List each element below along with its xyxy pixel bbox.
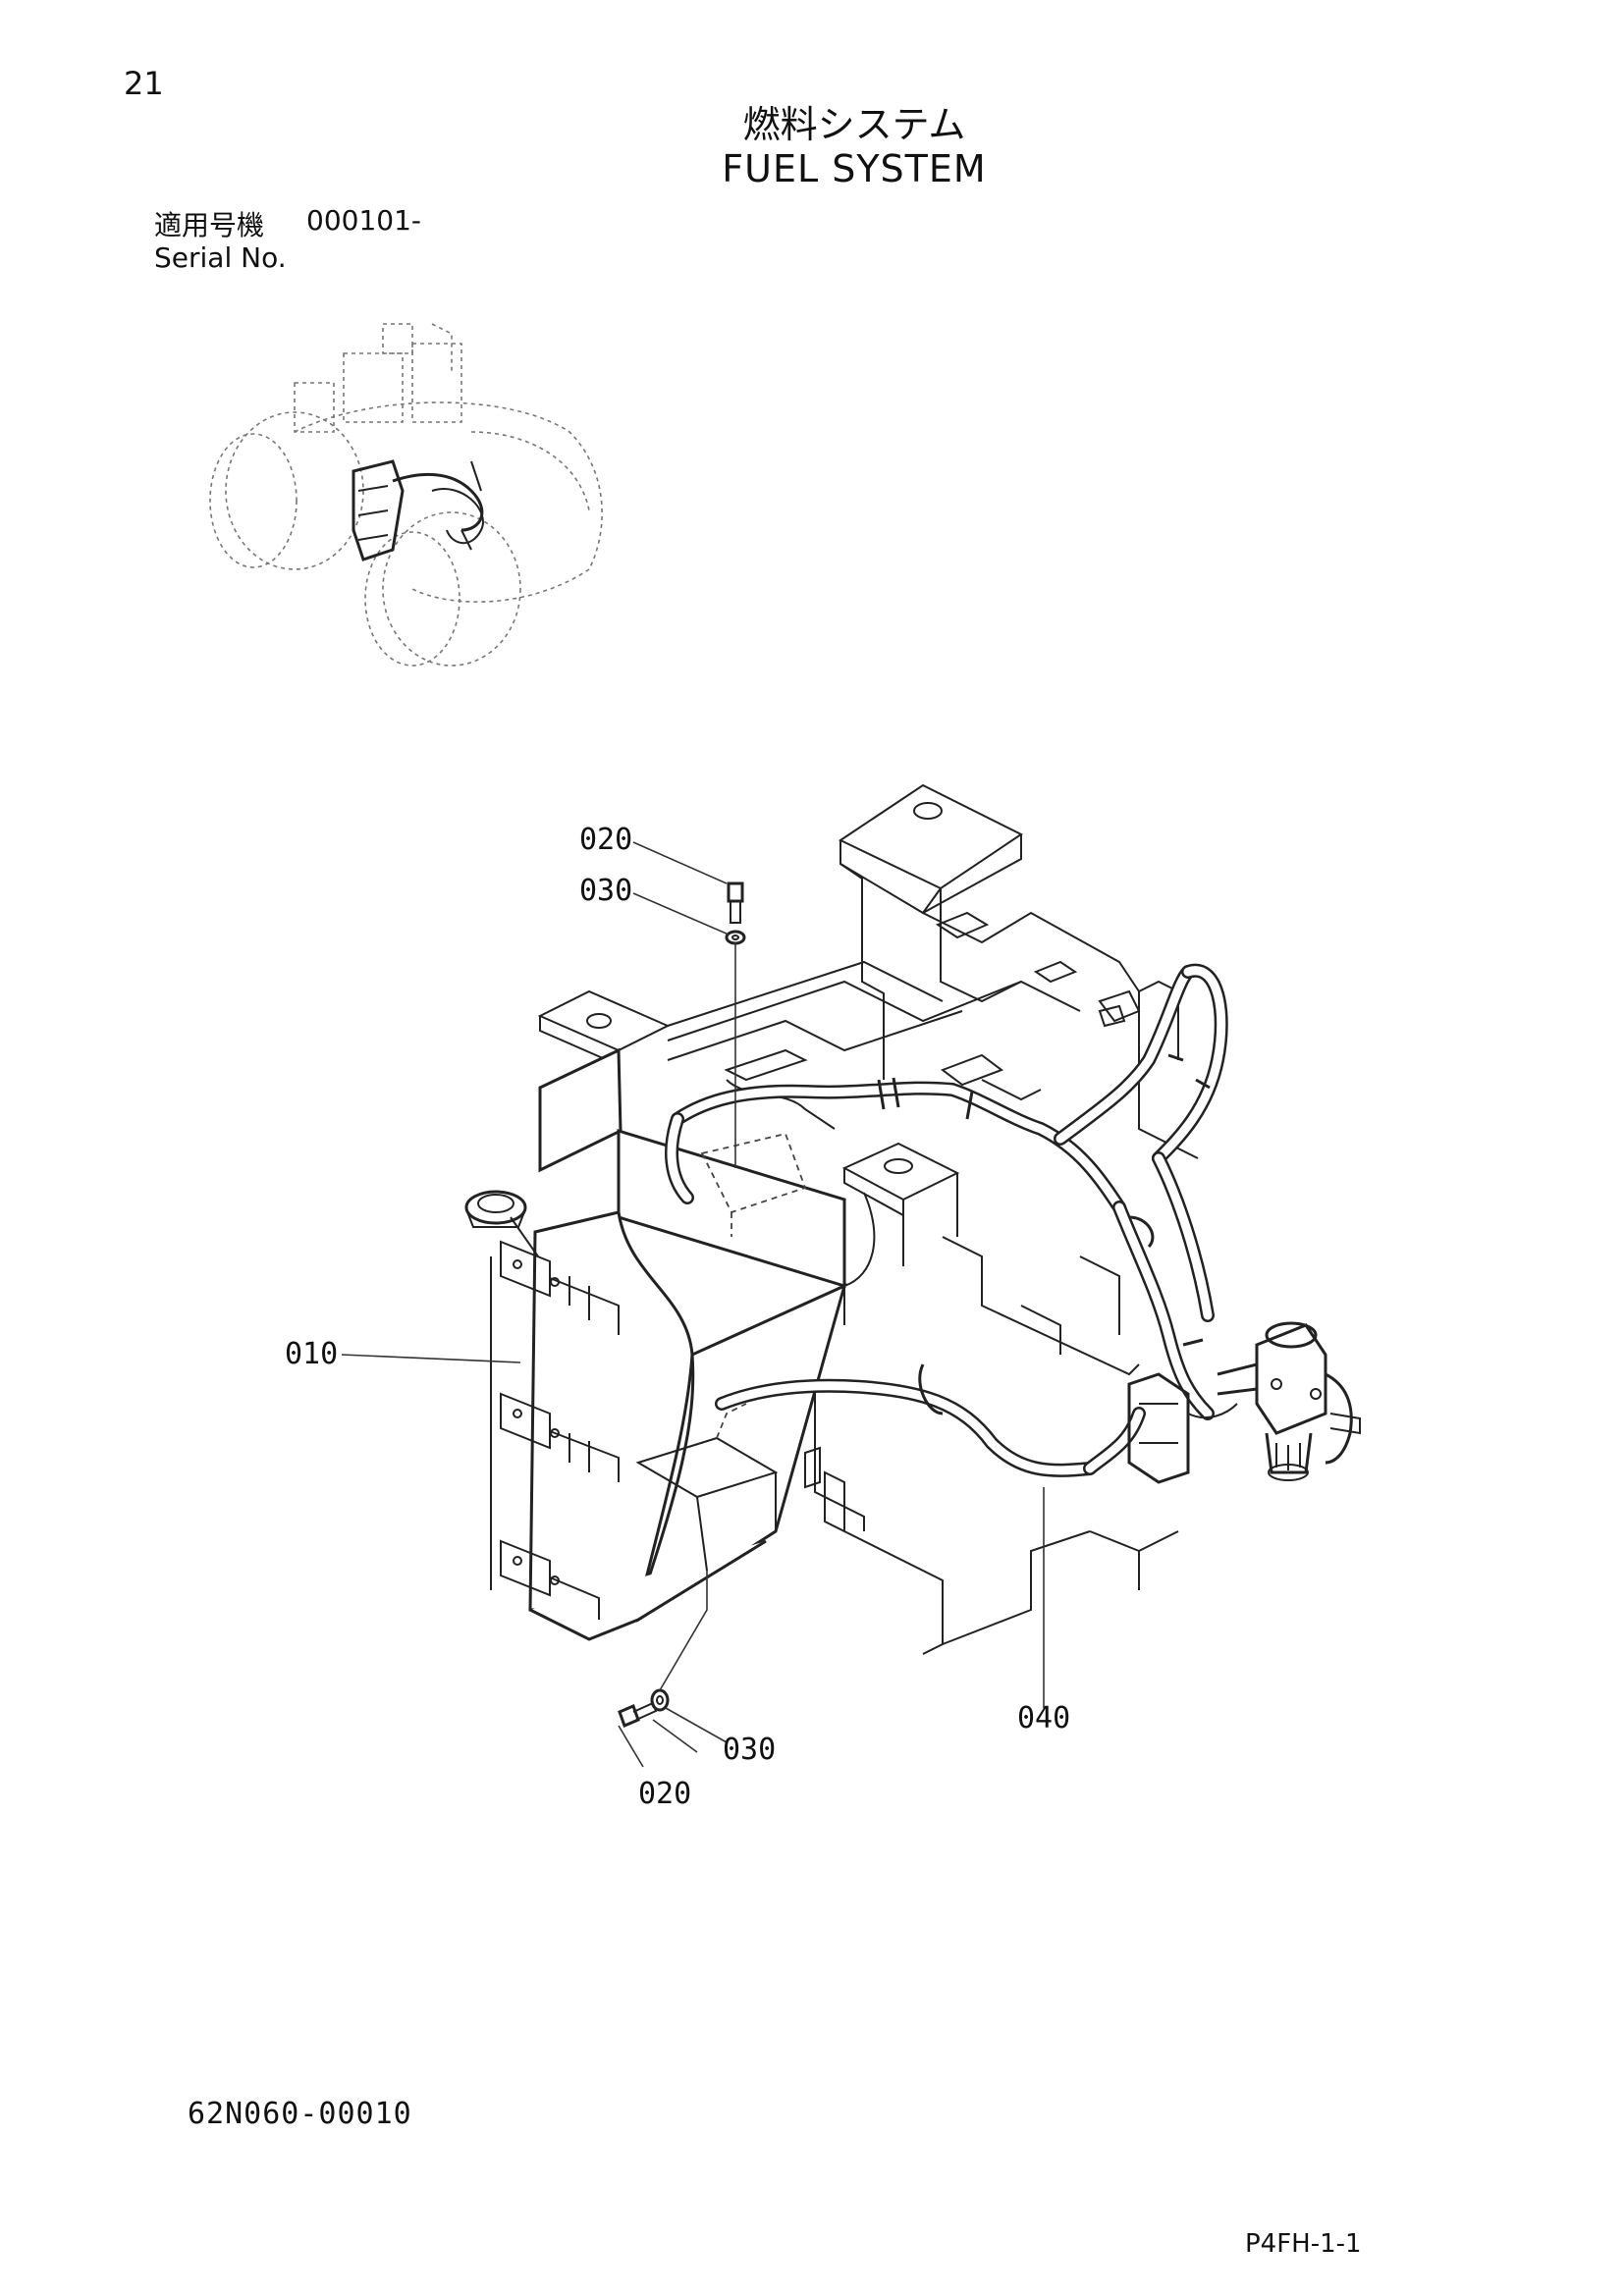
callout-020-bottom: 020 (638, 1777, 692, 1811)
serial-label-japanese: 適用号機 (154, 209, 265, 241)
callout-010: 010 (285, 1337, 339, 1371)
callout-040: 040 (1017, 1701, 1071, 1735)
callout-leaders (341, 841, 1045, 1768)
fuel-hose-040 (665, 963, 1228, 1477)
page-title-japanese: 燃料システム (742, 103, 966, 146)
page-number: 21 (124, 65, 164, 102)
chassis-frame (537, 783, 1199, 1655)
machine-locator-thumbnail (209, 323, 603, 667)
page-title-english: FUEL SYSTEM (722, 147, 987, 190)
fuel-filter-assembly (1127, 1321, 1361, 1484)
drawing-number: 62N060-00010 (188, 2097, 412, 2131)
bolt-and-washer-top (725, 881, 746, 1168)
bolt-and-washer-bottom (618, 1571, 708, 1729)
callout-030-bottom: 030 (723, 1733, 777, 1767)
serial-label-english: Serial No. (154, 241, 287, 274)
serial-number-value: 000101- (306, 204, 421, 237)
callout-030-top: 030 (579, 874, 633, 908)
fuel-tank-cover-010 (464, 1047, 847, 1641)
page-code: P4FH-1-1 (1245, 2229, 1362, 2259)
callout-020-top: 020 (579, 823, 633, 857)
